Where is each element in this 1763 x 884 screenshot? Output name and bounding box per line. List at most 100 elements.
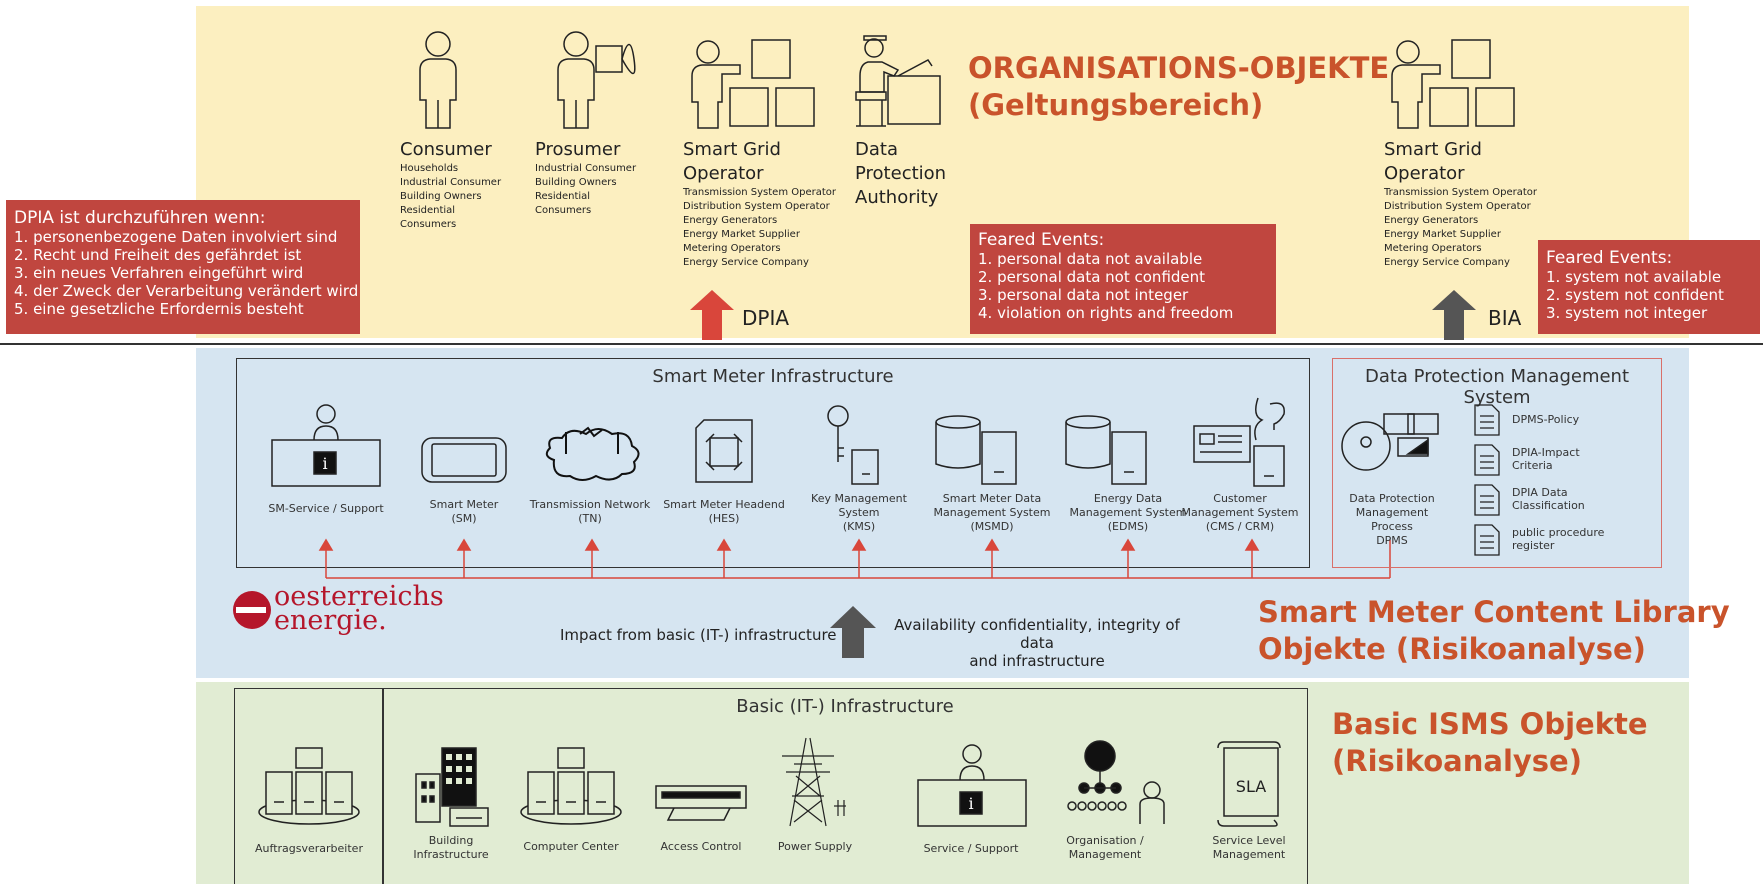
dpms-doc-label: DPIA-Impact Criteria — [1512, 446, 1580, 472]
msmd-database-icon — [935, 415, 1017, 485]
feared-dp-item: 2. personal data not confident — [978, 268, 1206, 286]
availability-text: Availability confidentiality, integrity … — [892, 616, 1182, 670]
sm-service-support-icon: i — [271, 404, 381, 487]
sgo-item: Metering Operators — [683, 243, 781, 254]
document-icon — [1474, 484, 1500, 516]
authority-card: Data Protection Authority — [855, 138, 946, 210]
dpms-doc-label: public procedure register — [1512, 526, 1604, 552]
smi-label-line: Smart Meter Data — [942, 492, 1042, 505]
logo-text-1: oesterreichs — [274, 581, 444, 612]
dpms-title: Data Protection Management System — [1364, 366, 1630, 408]
smart-grid-operator-card-2: Smart Grid Operator Transmission System … — [1384, 138, 1537, 270]
isms-title-line1: Basic ISMS Objekte — [1332, 707, 1648, 741]
sgo2-title: Smart Grid — [1384, 139, 1482, 160]
smi-label-line: Management System — [933, 506, 1051, 519]
isms-title-line2: (Risikoanalyse) — [1332, 744, 1582, 778]
smart-meter-headend-icon — [695, 419, 753, 483]
sla-text: SLA — [1236, 777, 1266, 796]
impact-text: Impact from basic (IT-) infrastructure — [560, 626, 837, 644]
dpms-doc-line: Criteria — [1512, 459, 1553, 472]
isms-label-line: Computer Center — [523, 840, 619, 853]
isms-label-line: Organisation / — [1066, 834, 1144, 847]
dpms-doc-line: register — [1512, 539, 1555, 552]
smi-label-line: (MSMD) — [970, 520, 1014, 533]
sm-title-line2: Objekte (Risikoanalyse) — [1258, 632, 1646, 666]
org-title-line1: ORGANISATIONS-OBJEKTE — [968, 51, 1390, 85]
power-supply-pylon-icon — [782, 737, 846, 827]
smi-label-line: Customer — [1213, 492, 1267, 505]
dpia-heading: DPIA ist durchzuführen wenn: — [14, 208, 266, 228]
document-icon — [1474, 524, 1500, 556]
dpms-doc-line: Classification — [1512, 499, 1585, 512]
sgo-title2: Operator — [683, 163, 764, 184]
consumer-person-icon — [419, 31, 457, 129]
sgo-item: Energy Market Supplier — [683, 229, 800, 240]
smi-title: Smart Meter Infrastructure — [652, 366, 894, 387]
dpms-doc-line: DPIA-Impact — [1512, 446, 1580, 459]
smi-label: Transmission Network (TN) — [520, 498, 660, 526]
org-band — [196, 6, 1689, 338]
prosumer-item: Building Owners — [535, 177, 617, 188]
dpms-doc-label: DPIA Data Classification — [1512, 486, 1585, 512]
feared-events-dp-box: Feared Events: 1. personal data not avai… — [970, 224, 1276, 334]
prosumer-icon — [557, 31, 636, 129]
feared-bia-item: 2. system not confident — [1546, 286, 1724, 304]
dpia-item: 2. Recht und Freiheit des gefährdet ist — [14, 246, 302, 264]
smi-label-line: (CMS / CRM) — [1205, 520, 1275, 533]
smi-label: Customer Management System (CMS / CRM) — [1170, 492, 1310, 534]
service-support-label: Service / Support — [906, 842, 1036, 856]
customer-management-icon — [1193, 397, 1285, 487]
consumer-item: Residential — [400, 205, 456, 216]
prosumer-item: Industrial Consumer — [535, 163, 637, 174]
isms-label-line: Service Level — [1212, 834, 1286, 847]
smi-label: Smart Meter Headend (HES) — [654, 498, 794, 526]
feared-dp-item: 1. personal data not available — [978, 250, 1203, 268]
smi-label: Smart Meter (SM) — [394, 498, 534, 526]
dpia-item: 3. ein neues Verfahren eingeführt wird — [14, 264, 304, 282]
prosumer-item: Residential — [535, 191, 591, 202]
basic-it-title: Basic (IT-) Infrastructure — [736, 696, 954, 717]
building-infrastructure-label: Building Infrastructure — [386, 834, 516, 862]
sgo2-item: Distribution System Operator — [1384, 201, 1531, 212]
access-control-icon — [655, 785, 747, 821]
svg-text:i: i — [322, 454, 327, 473]
dpa-title3: Authority — [855, 187, 939, 208]
building-infrastructure-icon — [415, 747, 489, 827]
sgo2-item: Metering Operators — [1384, 243, 1482, 254]
dpms-process-icon — [1341, 413, 1439, 471]
smi-label-line: (SM) — [451, 512, 477, 525]
transmission-network-cloud-icon — [545, 426, 640, 481]
smi-label-line: Transmission Network — [529, 498, 651, 511]
auftragsverarbeiter-servers-icon — [258, 747, 360, 825]
sgo2-title2: Operator — [1384, 163, 1465, 184]
isms-label-line: Management — [1212, 848, 1286, 861]
sgo2-item: Energy Generators — [1384, 215, 1479, 226]
smi-label-line: (HES) — [708, 512, 740, 525]
basic-it-frame-divider — [382, 688, 384, 884]
sla-scroll-icon: SLA — [1217, 741, 1281, 827]
dpia-up-arrow-icon — [690, 290, 734, 340]
feared-dp-heading: Feared Events: — [978, 230, 1105, 250]
smart-grid-operator-icon — [691, 39, 815, 129]
consumer-item: Building Owners — [400, 191, 482, 202]
access-control-label: Access Control — [636, 840, 766, 854]
dpms-doc-line: DPMS-Policy — [1512, 413, 1580, 426]
dpia-item: 4. der Zweck der Verarbeitung verändert … — [14, 282, 359, 300]
svg-text:i: i — [968, 794, 973, 813]
edms-database-icon — [1065, 415, 1147, 485]
dpia-label: DPIA — [742, 306, 790, 330]
isms-label-line: Power Supply — [777, 840, 853, 853]
isms-label-line: Management — [1068, 848, 1142, 861]
sgo-title: Smart Grid — [683, 139, 781, 160]
feared-dp-item: 4. violation on rights and freedom — [978, 304, 1234, 322]
authority-desk-icon — [855, 35, 941, 127]
consumer-item: Industrial Consumer — [400, 177, 502, 188]
document-icon — [1474, 444, 1500, 476]
computer-center-icon — [520, 747, 622, 825]
dpms-doc-line: DPIA Data — [1512, 486, 1568, 499]
key-management-icon — [827, 405, 879, 485]
isms-title: Basic ISMS Objekte (Risikoanalyse) — [1332, 706, 1648, 780]
feared-bia-item: 1. system not available — [1546, 268, 1722, 286]
smi-label: Energy Data Management System (EDMS) — [1058, 492, 1198, 534]
logo-text-2: energie. — [274, 605, 387, 636]
